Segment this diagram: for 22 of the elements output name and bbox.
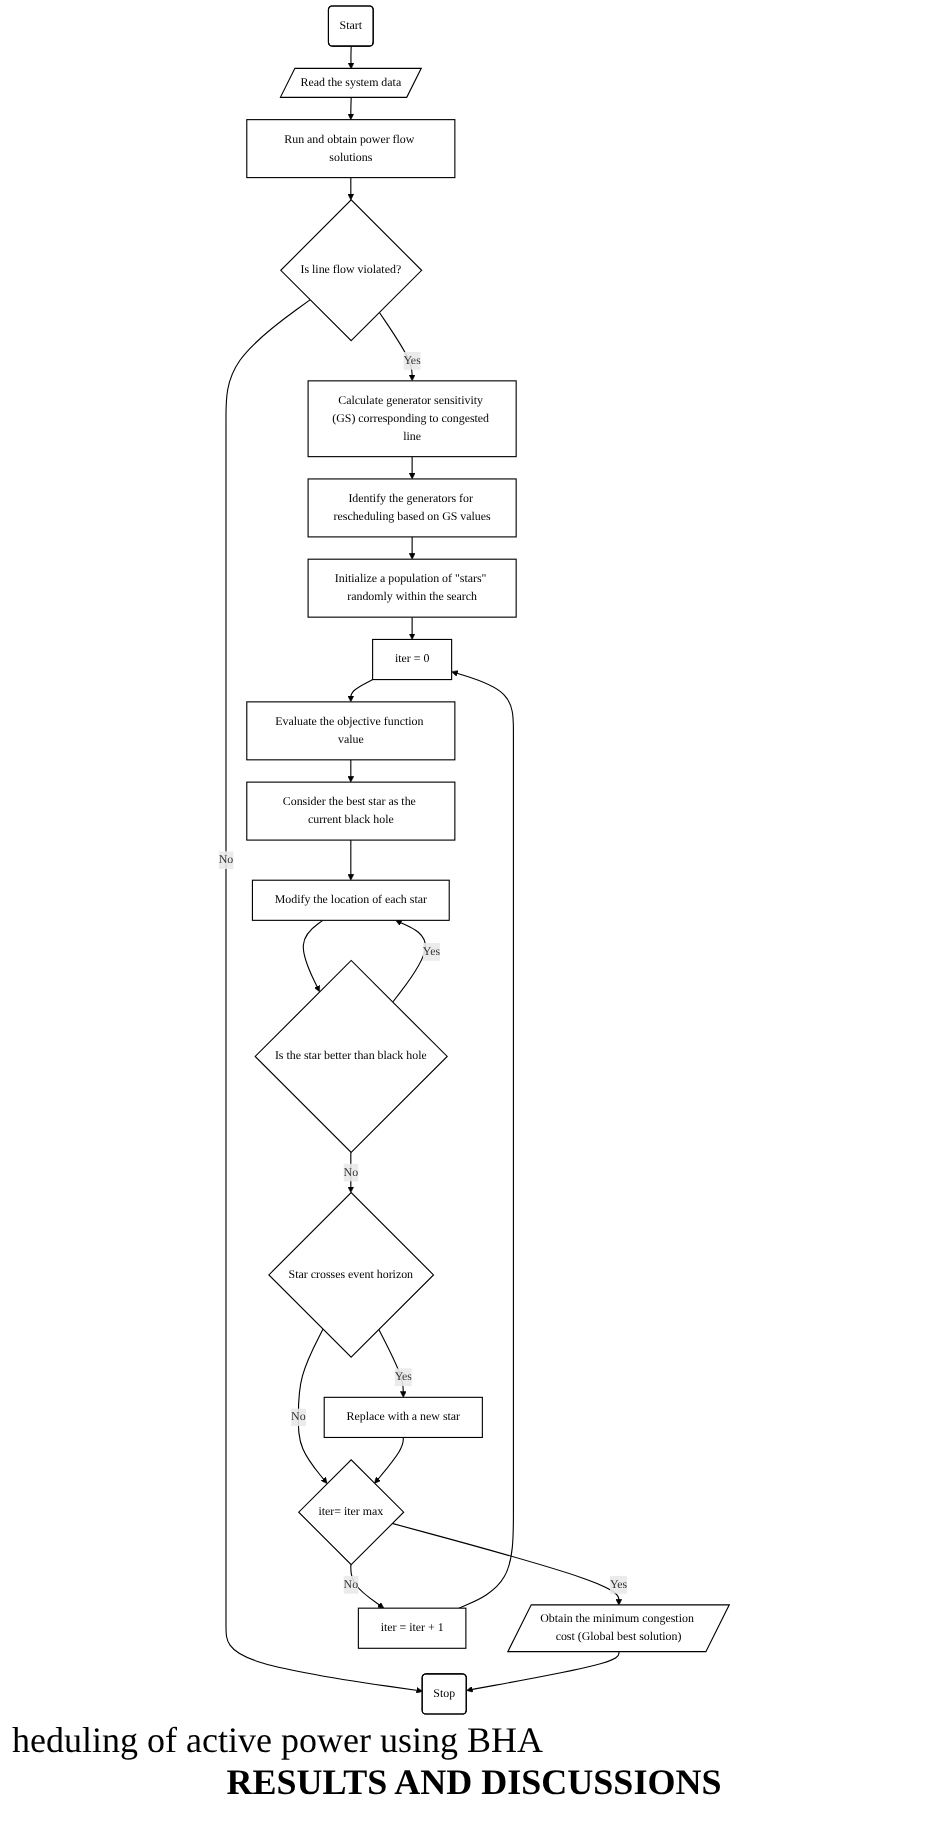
arrow — [378, 311, 416, 382]
arrow — [347, 839, 355, 881]
section-heading: RESULTS AND DISCUSSIONS — [224, 1762, 724, 1804]
arrow — [347, 45, 355, 70]
arrow — [408, 536, 416, 560]
arrow — [302, 919, 324, 993]
arrow — [374, 1436, 404, 1484]
arrow — [347, 97, 355, 120]
arrow — [391, 1522, 623, 1606]
arrow — [408, 456, 416, 480]
arrow — [408, 616, 416, 640]
arrow — [347, 679, 374, 703]
arrow — [297, 1328, 328, 1484]
arrow — [378, 1328, 407, 1398]
arrow — [451, 670, 514, 1609]
arrow — [347, 759, 355, 783]
arrow — [347, 177, 355, 201]
caption-text: heduling of active power using BHA — [12, 1720, 545, 1762]
arrow — [225, 299, 423, 1694]
arrow — [466, 1651, 620, 1693]
arrow — [392, 919, 426, 1003]
arrow — [350, 1564, 385, 1609]
